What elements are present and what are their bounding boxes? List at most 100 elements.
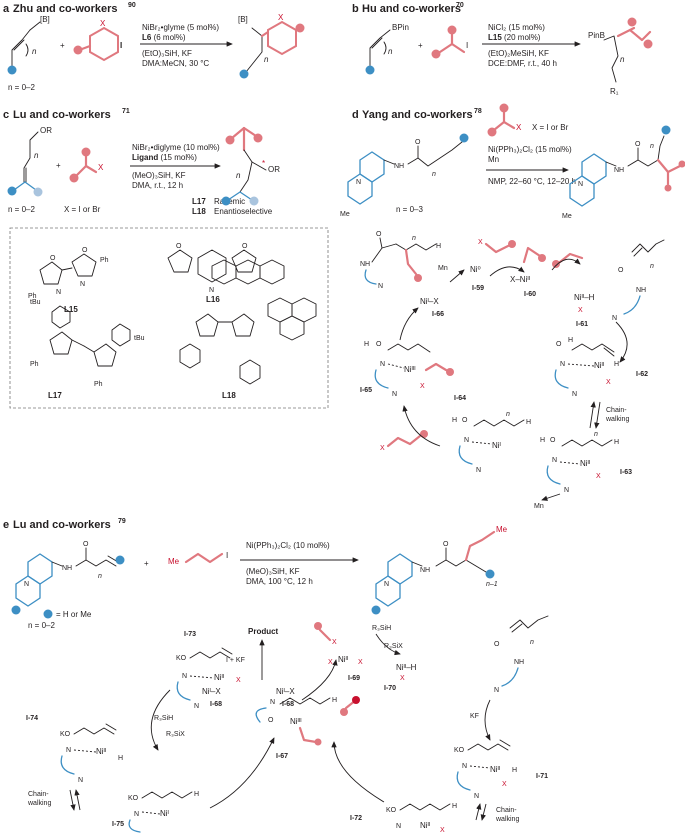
svg-text:walking: walking bbox=[27, 800, 51, 807]
svg-text:Ph: Ph bbox=[30, 361, 39, 368]
svg-text:Niᴵ: Niᴵ bbox=[492, 441, 501, 450]
svg-text:Niᴵ–X: Niᴵ–X bbox=[420, 297, 439, 306]
svg-text:X: X bbox=[502, 781, 507, 788]
svg-text:X: X bbox=[278, 13, 284, 22]
svg-text:DMA, 100 °C, 12 h: DMA, 100 °C, 12 h bbox=[246, 577, 313, 586]
svg-text:N: N bbox=[78, 777, 83, 784]
svg-text:KO: KO bbox=[176, 655, 187, 662]
svg-text:O: O bbox=[376, 341, 382, 348]
svg-text:Ph: Ph bbox=[94, 381, 103, 388]
svg-text:Ph: Ph bbox=[100, 257, 109, 264]
svg-text:H: H bbox=[512, 767, 517, 774]
svg-text:Ni(PPh₃)₂Cl₂ (15 mol%): Ni(PPh₃)₂Cl₂ (15 mol%) bbox=[488, 145, 572, 154]
svg-text:n: n bbox=[432, 171, 436, 178]
svg-text:I: I bbox=[466, 41, 468, 50]
svg-text:N: N bbox=[194, 703, 199, 710]
svg-text:X: X bbox=[380, 445, 385, 452]
svg-text:I-63: I-63 bbox=[620, 469, 632, 476]
svg-text:Niᴵᴵ: Niᴵᴵ bbox=[490, 765, 500, 774]
svg-text:N: N bbox=[392, 391, 397, 398]
svg-text:L17: L17 bbox=[48, 391, 62, 400]
svg-text:I-68: I-68 bbox=[210, 701, 222, 708]
svg-text:I-59: I-59 bbox=[472, 285, 484, 292]
panel-e: e Lu and co-workers 79 N NH O n n = 0–2 … bbox=[3, 518, 549, 834]
svg-text:KO: KO bbox=[60, 731, 71, 738]
product-label: Product bbox=[248, 627, 279, 636]
panel-b-author: Hu and co-workers bbox=[362, 3, 461, 15]
svg-text:H: H bbox=[194, 791, 199, 798]
panel-b: b Hu and co-workers 70 BPin n + I NiCl₂ … bbox=[352, 2, 653, 96]
svg-text:walking: walking bbox=[495, 816, 519, 823]
svg-text:N: N bbox=[612, 315, 617, 322]
svg-text:O: O bbox=[635, 141, 641, 148]
svg-text:+: + bbox=[60, 41, 65, 50]
svg-text:+: + bbox=[144, 559, 149, 568]
panel-d-ref: 78 bbox=[474, 108, 482, 115]
panel-d-letter: d bbox=[352, 109, 359, 121]
svg-text:H: H bbox=[452, 417, 457, 424]
svg-text:NH: NH bbox=[62, 565, 72, 572]
svg-text:I-70: I-70 bbox=[384, 685, 396, 692]
svg-text:DMA, r.t., 12 h: DMA, r.t., 12 h bbox=[132, 181, 183, 190]
panel-a: a Zhu and co-workers 90 [B] n n = 0–2 + … bbox=[3, 2, 305, 92]
svg-text:NH: NH bbox=[420, 567, 430, 574]
svg-text:DCE:DMF, r.t., 40 h: DCE:DMF, r.t., 40 h bbox=[488, 59, 557, 68]
svg-text:I + KF: I + KF bbox=[226, 657, 245, 664]
svg-text:n = 0–2: n = 0–2 bbox=[8, 205, 35, 214]
svg-text:N: N bbox=[476, 467, 481, 474]
svg-text:X: X bbox=[440, 827, 445, 834]
svg-text:I-66: I-66 bbox=[432, 311, 444, 318]
svg-text:I-67: I-67 bbox=[276, 753, 288, 760]
svg-text:(MeO)₃SiH, KF: (MeO)₃SiH, KF bbox=[132, 171, 186, 180]
svg-text:X: X bbox=[596, 473, 601, 480]
svg-text:O: O bbox=[50, 255, 56, 262]
svg-text:L15: L15 bbox=[64, 305, 78, 314]
svg-text:N: N bbox=[552, 457, 557, 464]
svg-text:L16: L16 bbox=[206, 295, 220, 304]
svg-text:= H or Me: = H or Me bbox=[56, 610, 92, 619]
svg-text:BPin: BPin bbox=[392, 23, 409, 32]
svg-text:Ni⁰: Ni⁰ bbox=[470, 265, 481, 274]
svg-text:NH: NH bbox=[360, 261, 370, 268]
svg-text:L17: L17 bbox=[192, 197, 206, 206]
svg-text:O: O bbox=[268, 717, 274, 724]
svg-text:R₃SiX: R₃SiX bbox=[384, 643, 403, 650]
svg-text:n: n bbox=[388, 47, 393, 56]
svg-text:N: N bbox=[384, 581, 389, 588]
svg-text:Chain-: Chain- bbox=[496, 807, 517, 814]
svg-text:+: + bbox=[56, 161, 61, 170]
svg-text:tBu: tBu bbox=[134, 335, 145, 342]
svg-text:O: O bbox=[176, 243, 182, 250]
svg-text:I-69: I-69 bbox=[348, 675, 360, 682]
svg-text:KO: KO bbox=[128, 795, 139, 802]
svg-text:O: O bbox=[82, 247, 88, 254]
svg-text:Niᴵ–X: Niᴵ–X bbox=[202, 687, 221, 696]
panel-c-author: Lu and co-workers bbox=[13, 109, 111, 121]
svg-text:PinB: PinB bbox=[588, 31, 605, 40]
svg-text:O: O bbox=[242, 243, 248, 250]
svg-text:I-75: I-75 bbox=[112, 821, 124, 828]
panel-a-b-label: [B] bbox=[40, 15, 50, 24]
svg-text:tBu: tBu bbox=[30, 299, 41, 306]
svg-text:OR: OR bbox=[40, 126, 52, 135]
svg-text:NiBr₂•diglyme (10 mol%): NiBr₂•diglyme (10 mol%) bbox=[132, 143, 220, 152]
svg-text:KO: KO bbox=[454, 747, 465, 754]
svg-text:Niᴵᴵ: Niᴵᴵ bbox=[594, 361, 604, 370]
svg-text:H: H bbox=[364, 341, 369, 348]
svg-text:N: N bbox=[378, 283, 383, 290]
svg-text:Me: Me bbox=[562, 213, 572, 220]
svg-text:X = I or Br: X = I or Br bbox=[532, 123, 569, 132]
svg-text:NH: NH bbox=[614, 167, 624, 174]
svg-text:X: X bbox=[478, 239, 483, 246]
svg-text:Niᴵᴵ: Niᴵᴵ bbox=[420, 821, 430, 830]
svg-text:N: N bbox=[572, 391, 577, 398]
ligand-l17: tBu tBu Ph Ph L17 bbox=[30, 299, 145, 400]
svg-text:Me: Me bbox=[168, 557, 180, 566]
svg-text:I-61: I-61 bbox=[576, 321, 588, 328]
svg-text:n: n bbox=[98, 573, 102, 580]
svg-text:L6 (6 mol%): L6 (6 mol%) bbox=[142, 33, 186, 42]
svg-text:N: N bbox=[56, 289, 61, 296]
svg-text:X: X bbox=[98, 163, 104, 172]
panel-a-ref: 90 bbox=[128, 2, 136, 9]
